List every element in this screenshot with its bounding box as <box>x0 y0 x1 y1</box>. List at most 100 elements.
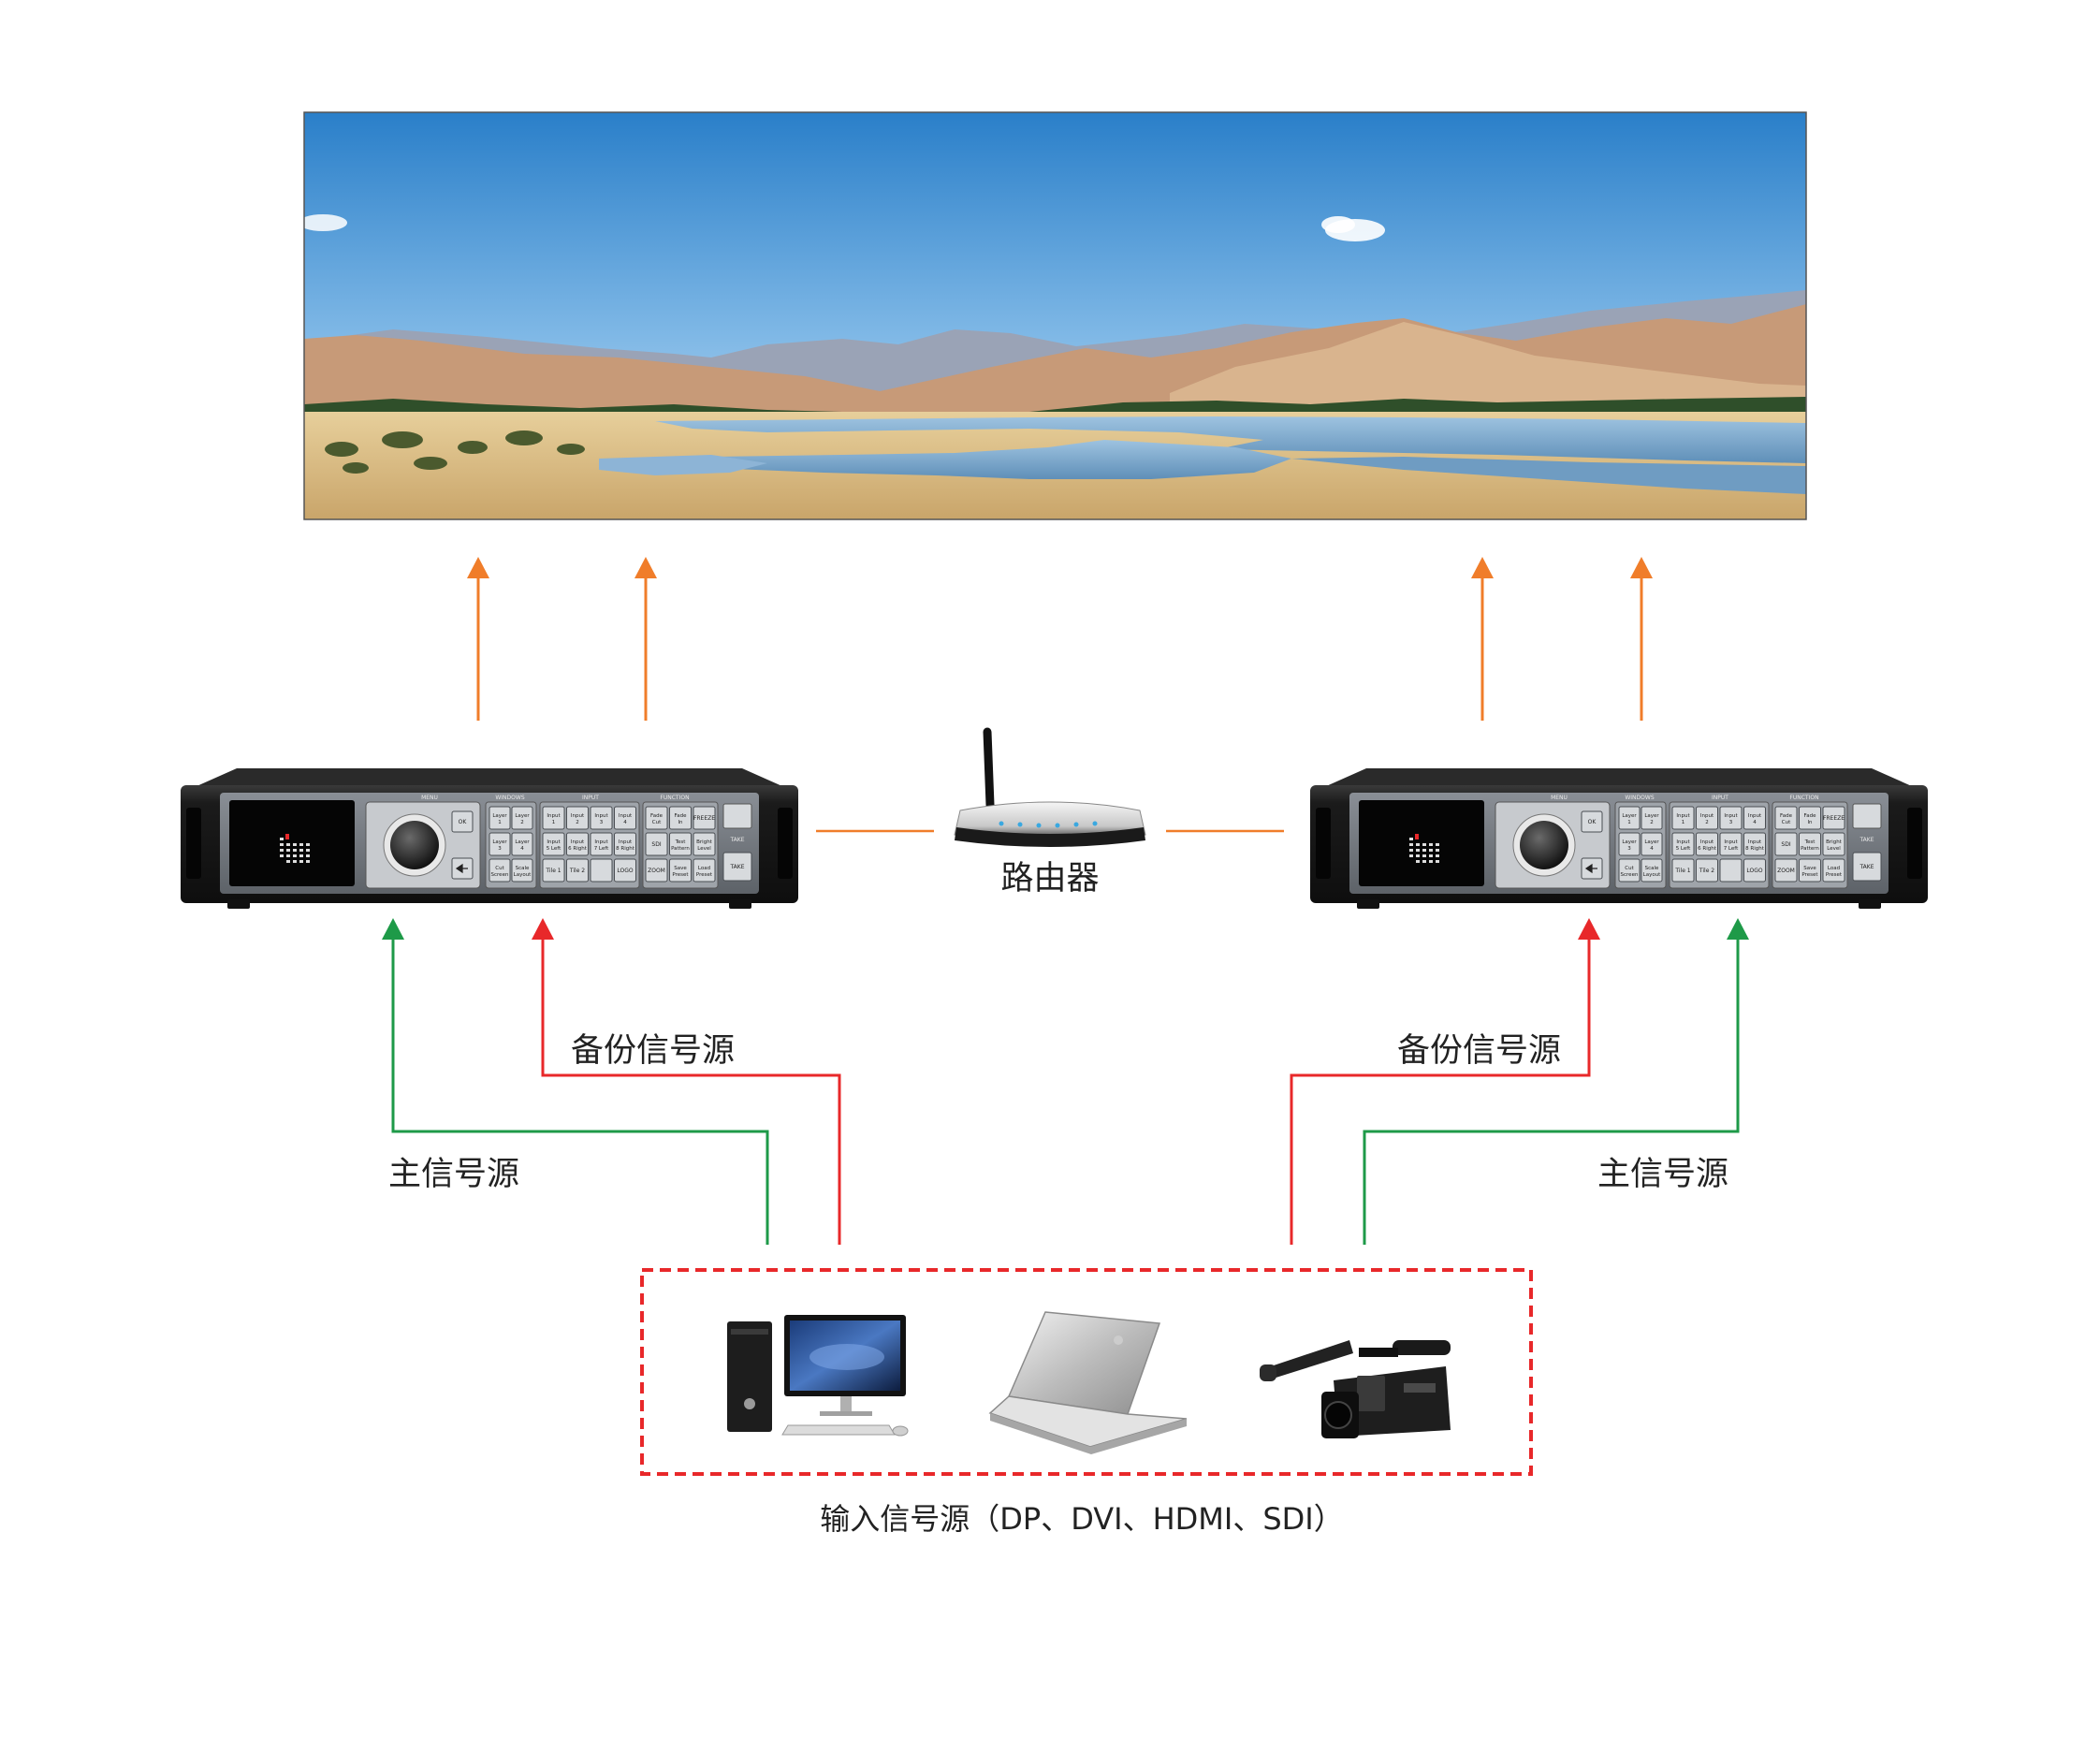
laptop-icon <box>988 1311 1188 1454</box>
input-key-8-label: Input <box>1748 839 1762 845</box>
input-key-12-label: LOGO <box>617 868 634 874</box>
logo-dot <box>306 843 310 846</box>
logo-dot <box>286 849 290 852</box>
function-key-7-face <box>1774 858 1798 883</box>
logo-dot <box>1416 860 1420 863</box>
windows-key-6-label-2: Layout <box>1643 872 1662 878</box>
function-key-3[interactable]: FREEZE <box>1822 806 1845 830</box>
rotary-knob-icon[interactable] <box>1520 821 1568 869</box>
function-key-6-face <box>1822 832 1845 856</box>
function-key-8-face <box>1799 858 1821 883</box>
input-key-10[interactable]: Tile 2 <box>566 858 589 883</box>
function-key-4-face <box>1774 832 1798 856</box>
input-key-10[interactable]: Tile 2 <box>1696 858 1718 883</box>
input-key-11[interactable] <box>590 858 613 883</box>
windows-key-6-face <box>511 858 533 883</box>
mini-logo-badge <box>1852 803 1882 829</box>
function-key-7[interactable]: ZOOM <box>645 858 668 883</box>
ok-button[interactable]: OK <box>1581 810 1603 833</box>
ok-button[interactable]: OK <box>451 810 474 833</box>
function-key-6-face <box>693 832 716 856</box>
windows-key-5-face <box>489 858 511 883</box>
take-button[interactable]: TAKE <box>1852 852 1882 882</box>
rotary-knob-icon[interactable] <box>390 821 439 869</box>
video-processor-right[interactable]: MENUOKWINDOWSLayer1Layer2Layer3Layer4Cut… <box>1310 768 1928 909</box>
function-key-3-label: FREEZE <box>1823 815 1845 822</box>
input-key-4-label: Input <box>619 813 633 819</box>
main-signal-lines <box>382 918 1749 1245</box>
function-key-4[interactable]: SDI <box>645 832 668 856</box>
input-key-1-label: Input <box>547 813 561 819</box>
input-key-12[interactable]: LOGO <box>614 858 636 883</box>
input-key-11-face <box>1719 858 1743 883</box>
function-key-2-face <box>669 806 692 830</box>
function-key-6-label-2: Level <box>1827 846 1841 852</box>
logo-dot <box>286 854 290 857</box>
function-key-7[interactable]: ZOOM <box>1774 858 1798 883</box>
function-key-1-label: Fade <box>1780 813 1793 819</box>
lcd-screen <box>229 800 355 886</box>
take-button[interactable]: TAKE <box>722 852 752 882</box>
function-key-3[interactable]: FREEZE <box>693 806 716 830</box>
function-key-6-label: Bright <box>696 839 713 845</box>
take-button-face <box>1852 852 1882 882</box>
input-key-6-face <box>566 832 589 856</box>
input-key-11[interactable] <box>1719 858 1743 883</box>
input-key-9[interactable]: Tile 1 <box>542 858 565 883</box>
input-key-9[interactable]: Tile 1 <box>1671 858 1695 883</box>
function-key-4[interactable]: SDI <box>1774 832 1798 856</box>
video-processor-left[interactable]: MENUOKWINDOWSLayer1Layer2Layer3Layer4Cut… <box>181 768 798 909</box>
function-key-9-face <box>693 858 716 883</box>
foot-right <box>1859 899 1881 909</box>
ok-button-face <box>1581 810 1603 833</box>
input-key-5-label: Input <box>547 839 561 845</box>
input-key-3-label: Input <box>1724 813 1738 819</box>
logo-dot <box>1436 843 1439 846</box>
input-key-4-face <box>1743 806 1766 830</box>
logo-dot <box>1416 849 1420 852</box>
input-key-12[interactable]: LOGO <box>1743 858 1766 883</box>
input-key-1-label-2: 1 <box>1682 820 1685 825</box>
section-label-input: INPUT <box>582 795 599 801</box>
